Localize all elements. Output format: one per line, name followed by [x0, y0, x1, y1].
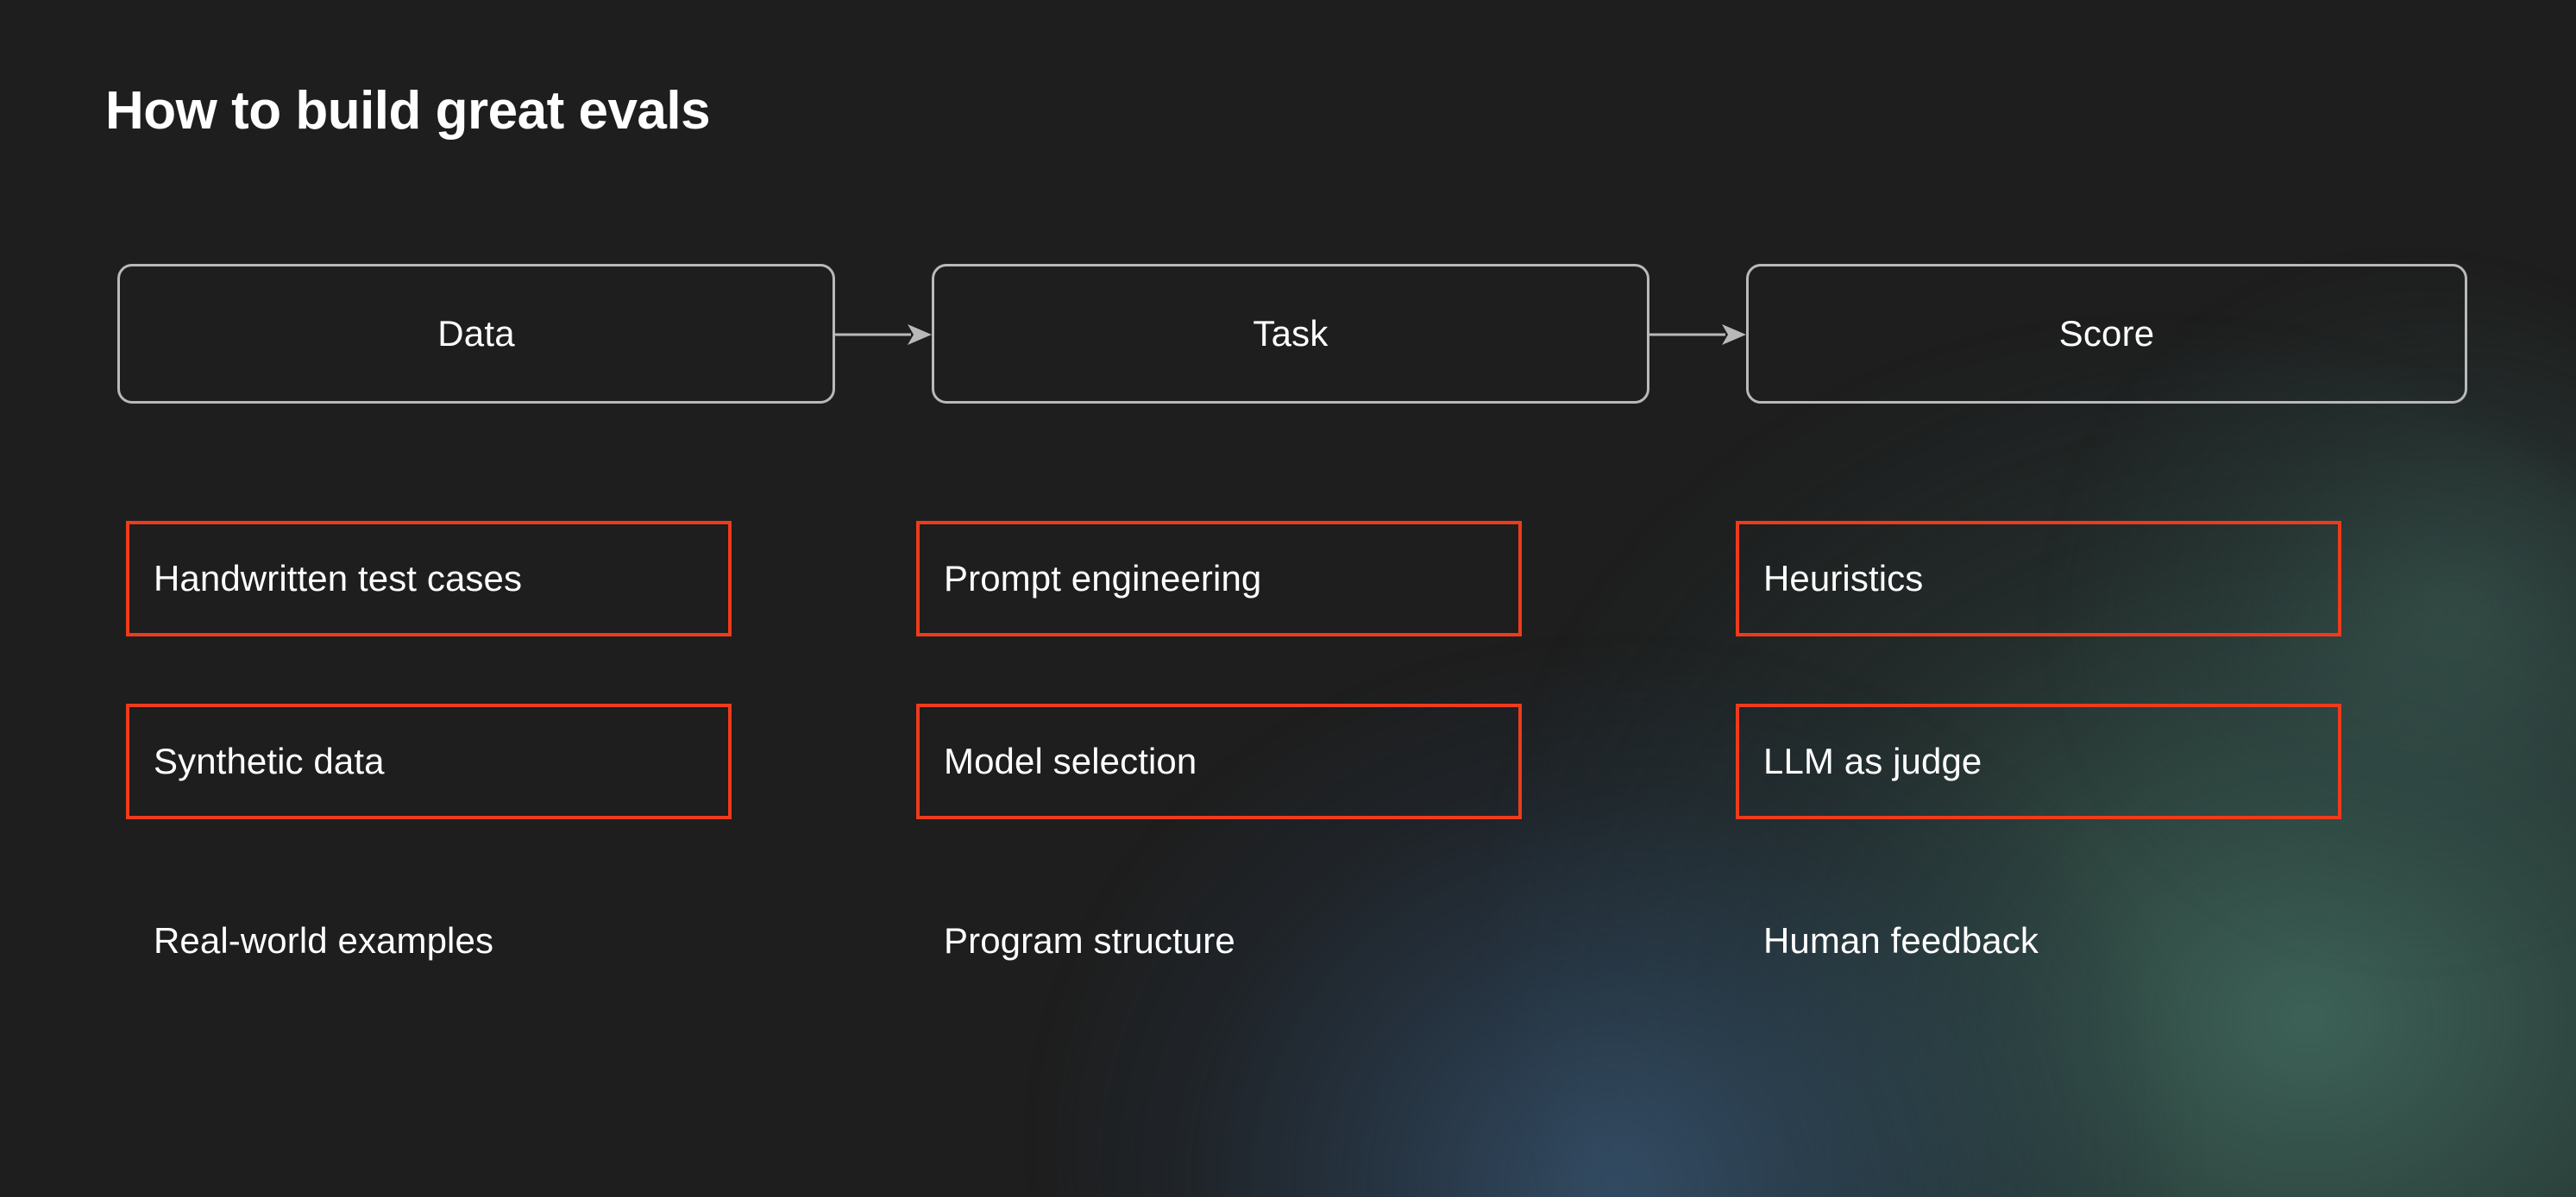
pipeline-diagram: Data Task Score — [0, 264, 2576, 405]
option-item[interactable]: LLM as judge — [1736, 704, 2341, 819]
option-item[interactable]: Handwritten test cases — [126, 521, 732, 636]
option-item[interactable]: Synthetic data — [126, 704, 732, 819]
pipeline-stage-label: Data — [437, 313, 515, 354]
option-item[interactable]: Real-world examples — [126, 883, 732, 999]
option-label: Program structure — [944, 920, 1235, 961]
pipeline-connector-data-task — [835, 321, 932, 348]
option-label: Real-world examples — [154, 920, 494, 961]
page-title: How to build great evals — [105, 81, 711, 141]
option-label: LLM as judge — [1763, 741, 1982, 781]
spacer — [916, 819, 1522, 883]
option-item[interactable]: Model selection — [916, 704, 1522, 819]
option-column-data: Handwritten test cases Synthetic data Re… — [126, 521, 732, 999]
spacer — [126, 636, 732, 704]
option-label: Synthetic data — [154, 741, 385, 781]
spacer — [126, 819, 732, 883]
pipeline-stage-data[interactable]: Data — [117, 264, 835, 404]
spacer — [1736, 636, 2341, 704]
pipeline-stage-score[interactable]: Score — [1746, 264, 2467, 404]
option-column-task: Prompt engineering Model selection Progr… — [916, 521, 1522, 999]
option-column-score: Heuristics LLM as judge Human feedback — [1736, 521, 2341, 999]
option-label: Human feedback — [1763, 920, 2039, 961]
spacer — [916, 636, 1522, 704]
pipeline-stage-task[interactable]: Task — [932, 264, 1649, 404]
option-label: Heuristics — [1763, 558, 1924, 598]
option-label: Handwritten test cases — [154, 558, 523, 598]
option-label: Prompt engineering — [944, 558, 1262, 598]
arrow-right-icon — [835, 321, 932, 348]
option-label: Model selection — [944, 741, 1197, 781]
pipeline-connector-task-score — [1649, 321, 1746, 348]
option-item[interactable]: Prompt engineering — [916, 521, 1522, 636]
pipeline-stage-label: Task — [1253, 313, 1329, 354]
pipeline-stage-label: Score — [2058, 313, 2155, 354]
option-item[interactable]: Human feedback — [1736, 883, 2341, 999]
arrow-right-icon — [1649, 321, 1746, 348]
option-item[interactable]: Heuristics — [1736, 521, 2341, 636]
option-item[interactable]: Program structure — [916, 883, 1522, 999]
spacer — [1736, 819, 2341, 883]
